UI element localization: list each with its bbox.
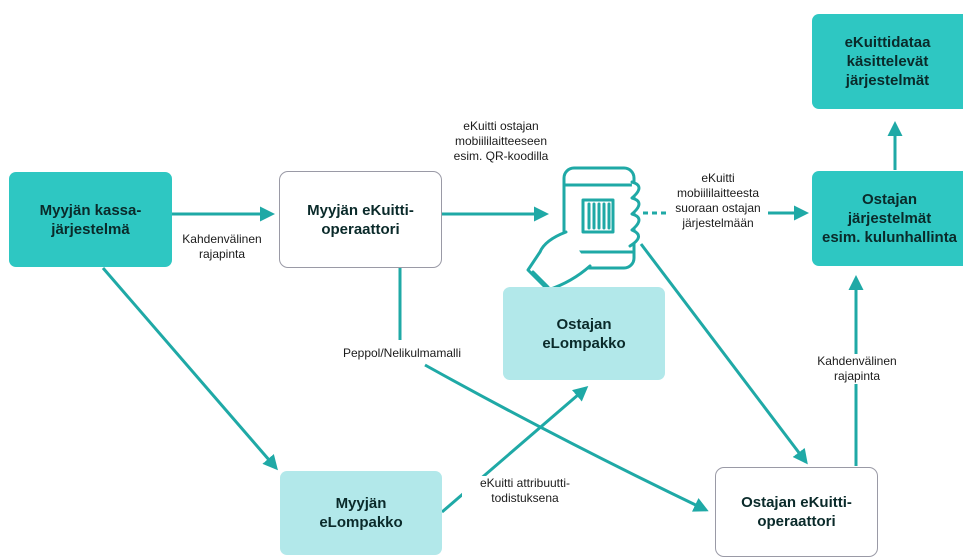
label-attribute-credential: eKuitti attribuutti- todistuksena: [462, 476, 588, 506]
arrow-peppol-to-buyer-operator: [424, 363, 709, 512]
ekuitti-data-processing-systems: eKuittidataa käsittelevät järjestelmät: [812, 14, 963, 109]
seller-ekuitti-operator: Myyjän eKuitti- operaattori: [279, 171, 442, 268]
buyer-ewallet: Ostajan eLompakko: [503, 287, 665, 380]
label-mobile-to-buyer-system: eKuitti mobiililaitteesta suoraan ostaja…: [668, 171, 768, 231]
phone-hand-qr-icon: [526, 166, 641, 292]
buyer-systems: Ostajan järjestelmät esim. kulunhallinta: [812, 171, 963, 266]
arrow-pos-to-seller-wallet: [101, 267, 278, 471]
label-bilateral-interface-left: Kahdenvälinen rajapinta: [182, 232, 262, 261]
label-receipt-to-mobile: eKuitti ostajan mobiililaitteeseen esim.…: [453, 119, 549, 163]
arrow-phone-to-buyer-operator: [639, 243, 808, 465]
buyer-ekuitti-operator: Ostajan eKuitti- operaattori: [715, 467, 878, 557]
label-bilateral-interface-right: Kahdenvälinen rajapinta: [803, 354, 911, 384]
label-peppol-four-corner: Peppol/Nelikulmamalli: [324, 346, 480, 361]
seller-ewallet: Myyjän eLompakko: [280, 471, 442, 555]
seller-pos-system: Myyjän kassa- järjestelmä: [9, 172, 172, 267]
